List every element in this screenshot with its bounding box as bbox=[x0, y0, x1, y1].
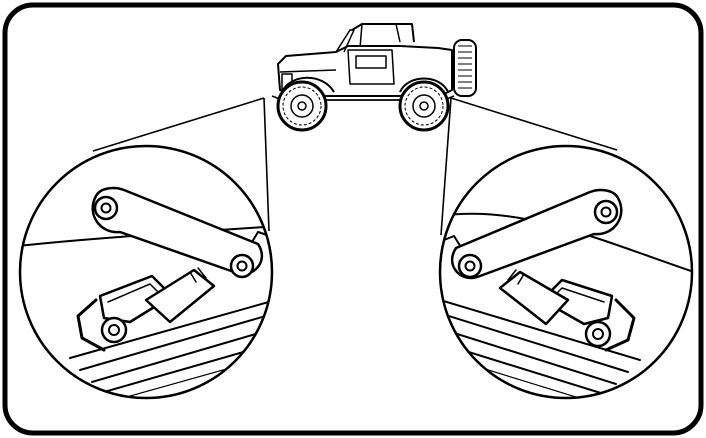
rear-shackle-detail bbox=[438, 144, 694, 400]
front-shackle-detail bbox=[18, 144, 274, 400]
jeep-illustration bbox=[271, 23, 477, 132]
callout-lines bbox=[92, 97, 618, 236]
